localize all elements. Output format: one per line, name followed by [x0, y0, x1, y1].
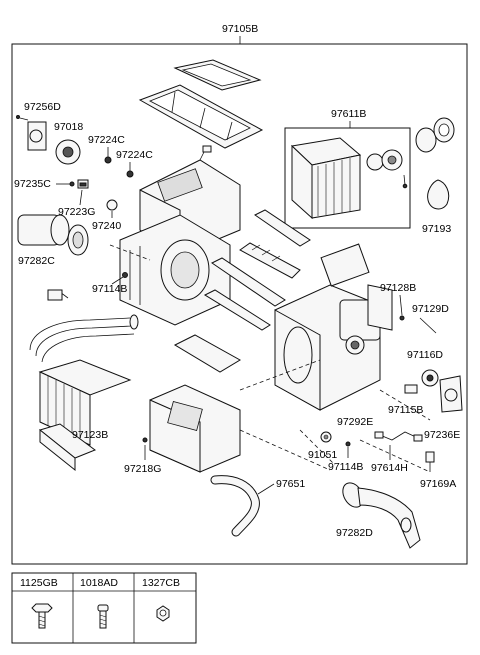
callout-97114B-lower: 97114B: [328, 461, 363, 473]
dashed-leader-4: [359, 439, 431, 473]
blower-fan-motor: [17, 214, 89, 256]
screw-97224C-upper: [104, 156, 112, 164]
drain-hose-97651: [210, 475, 260, 537]
lower-case-housing: [149, 384, 241, 473]
mode-door-strip-2: [239, 242, 301, 279]
callout-97236E: 97236E: [424, 429, 460, 441]
dashed-leader-6: [299, 429, 336, 466]
legend-header-1125GB: 1125GB: [20, 577, 58, 589]
legend-header-1018AD: 1018AD: [80, 577, 118, 589]
callout-97223G: 97223G: [58, 206, 95, 218]
blower-case-lower: [119, 214, 231, 326]
fastener-legend-table: 1125GB 1018AD 1327CB: [11, 572, 197, 644]
actuator-97236E: [439, 375, 463, 413]
callout-97224C-upper: 97224C: [88, 134, 125, 146]
air-filter-frame-top: [173, 59, 262, 91]
case-side-bracket: [367, 284, 393, 331]
evaporator-inset-box: [284, 127, 411, 229]
clip-97115B: [404, 384, 418, 394]
dashed-leader-2: [239, 359, 321, 391]
grommet-97240: [106, 199, 118, 211]
legend-header-1327CB: 1327CB: [142, 577, 180, 589]
mode-door-strip-4: [203, 289, 271, 331]
heater-core-cover: [38, 423, 97, 472]
callout-97282C: 97282C: [18, 255, 55, 267]
callout-97193: 97193: [422, 223, 451, 235]
clip-97114B-upper: [122, 272, 128, 278]
callout-97115B: 97115B: [388, 404, 423, 416]
callout-97235C: 97235C: [14, 178, 51, 190]
hex-nut-icon: [156, 605, 170, 622]
screw-97218G: [142, 437, 148, 443]
air-filter-frame-bottom: [138, 84, 264, 149]
duct-97282D: [342, 482, 421, 549]
wiring-harness-97614H: [374, 431, 423, 460]
callout-97218G: 97218G: [124, 463, 161, 475]
mode-door-strip-1: [254, 209, 311, 247]
mode-door-strip-3: [211, 257, 286, 307]
grommet-91051: [320, 431, 332, 443]
callout-97123B: 97123B: [72, 429, 108, 441]
clip-97114B-lower: [345, 441, 351, 447]
dashed-leader-1: [109, 244, 151, 261]
sensor-97169A: [425, 451, 435, 472]
flange-bolt-icon: [31, 603, 53, 629]
blower-resistor: [55, 139, 81, 165]
callout-97129D: 97129D: [412, 303, 449, 315]
connector-97223G: [77, 179, 89, 189]
callout-97292E: 97292E: [337, 416, 373, 428]
callout-97116D: 97116D: [407, 349, 443, 361]
sensor-pad-97193: [427, 179, 450, 210]
actuator-97116D: [421, 369, 439, 387]
drain-tray: [173, 334, 241, 373]
dashed-leader-3: [239, 429, 331, 471]
link-rod-97129D: [419, 317, 437, 334]
evaporator-core: [290, 137, 362, 220]
dashed-leader-5: [379, 389, 431, 421]
callout-97114B-upper: 97114B: [92, 283, 127, 295]
callout-97611B: 97611B: [331, 108, 366, 120]
callout-97651: 97651: [276, 478, 305, 490]
heater-pipes: [29, 289, 139, 363]
evaporator-pipe-fittings: [415, 117, 455, 153]
callout-97256D: 97256D: [24, 101, 61, 113]
screw-97224C-lower: [126, 170, 134, 178]
callout-97282D: 97282D: [336, 527, 373, 539]
callout-97018: 97018: [54, 121, 83, 133]
blower-motor-bracket: [27, 121, 47, 151]
assembly-number-label: 97105B: [222, 23, 258, 35]
callout-97169A: 97169A: [420, 478, 456, 490]
callout-97240: 97240: [92, 220, 121, 232]
callout-97128B: 97128B: [380, 282, 416, 294]
callout-97614H: 97614H: [371, 462, 408, 474]
callout-91051: 91051: [308, 449, 337, 461]
expansion-valve: [366, 149, 408, 189]
screw-icon: [97, 604, 109, 629]
heater-case-main: [274, 243, 381, 411]
callout-97224C-lower: 97224C: [116, 149, 153, 161]
main-diagram-frame: [11, 43, 468, 565]
